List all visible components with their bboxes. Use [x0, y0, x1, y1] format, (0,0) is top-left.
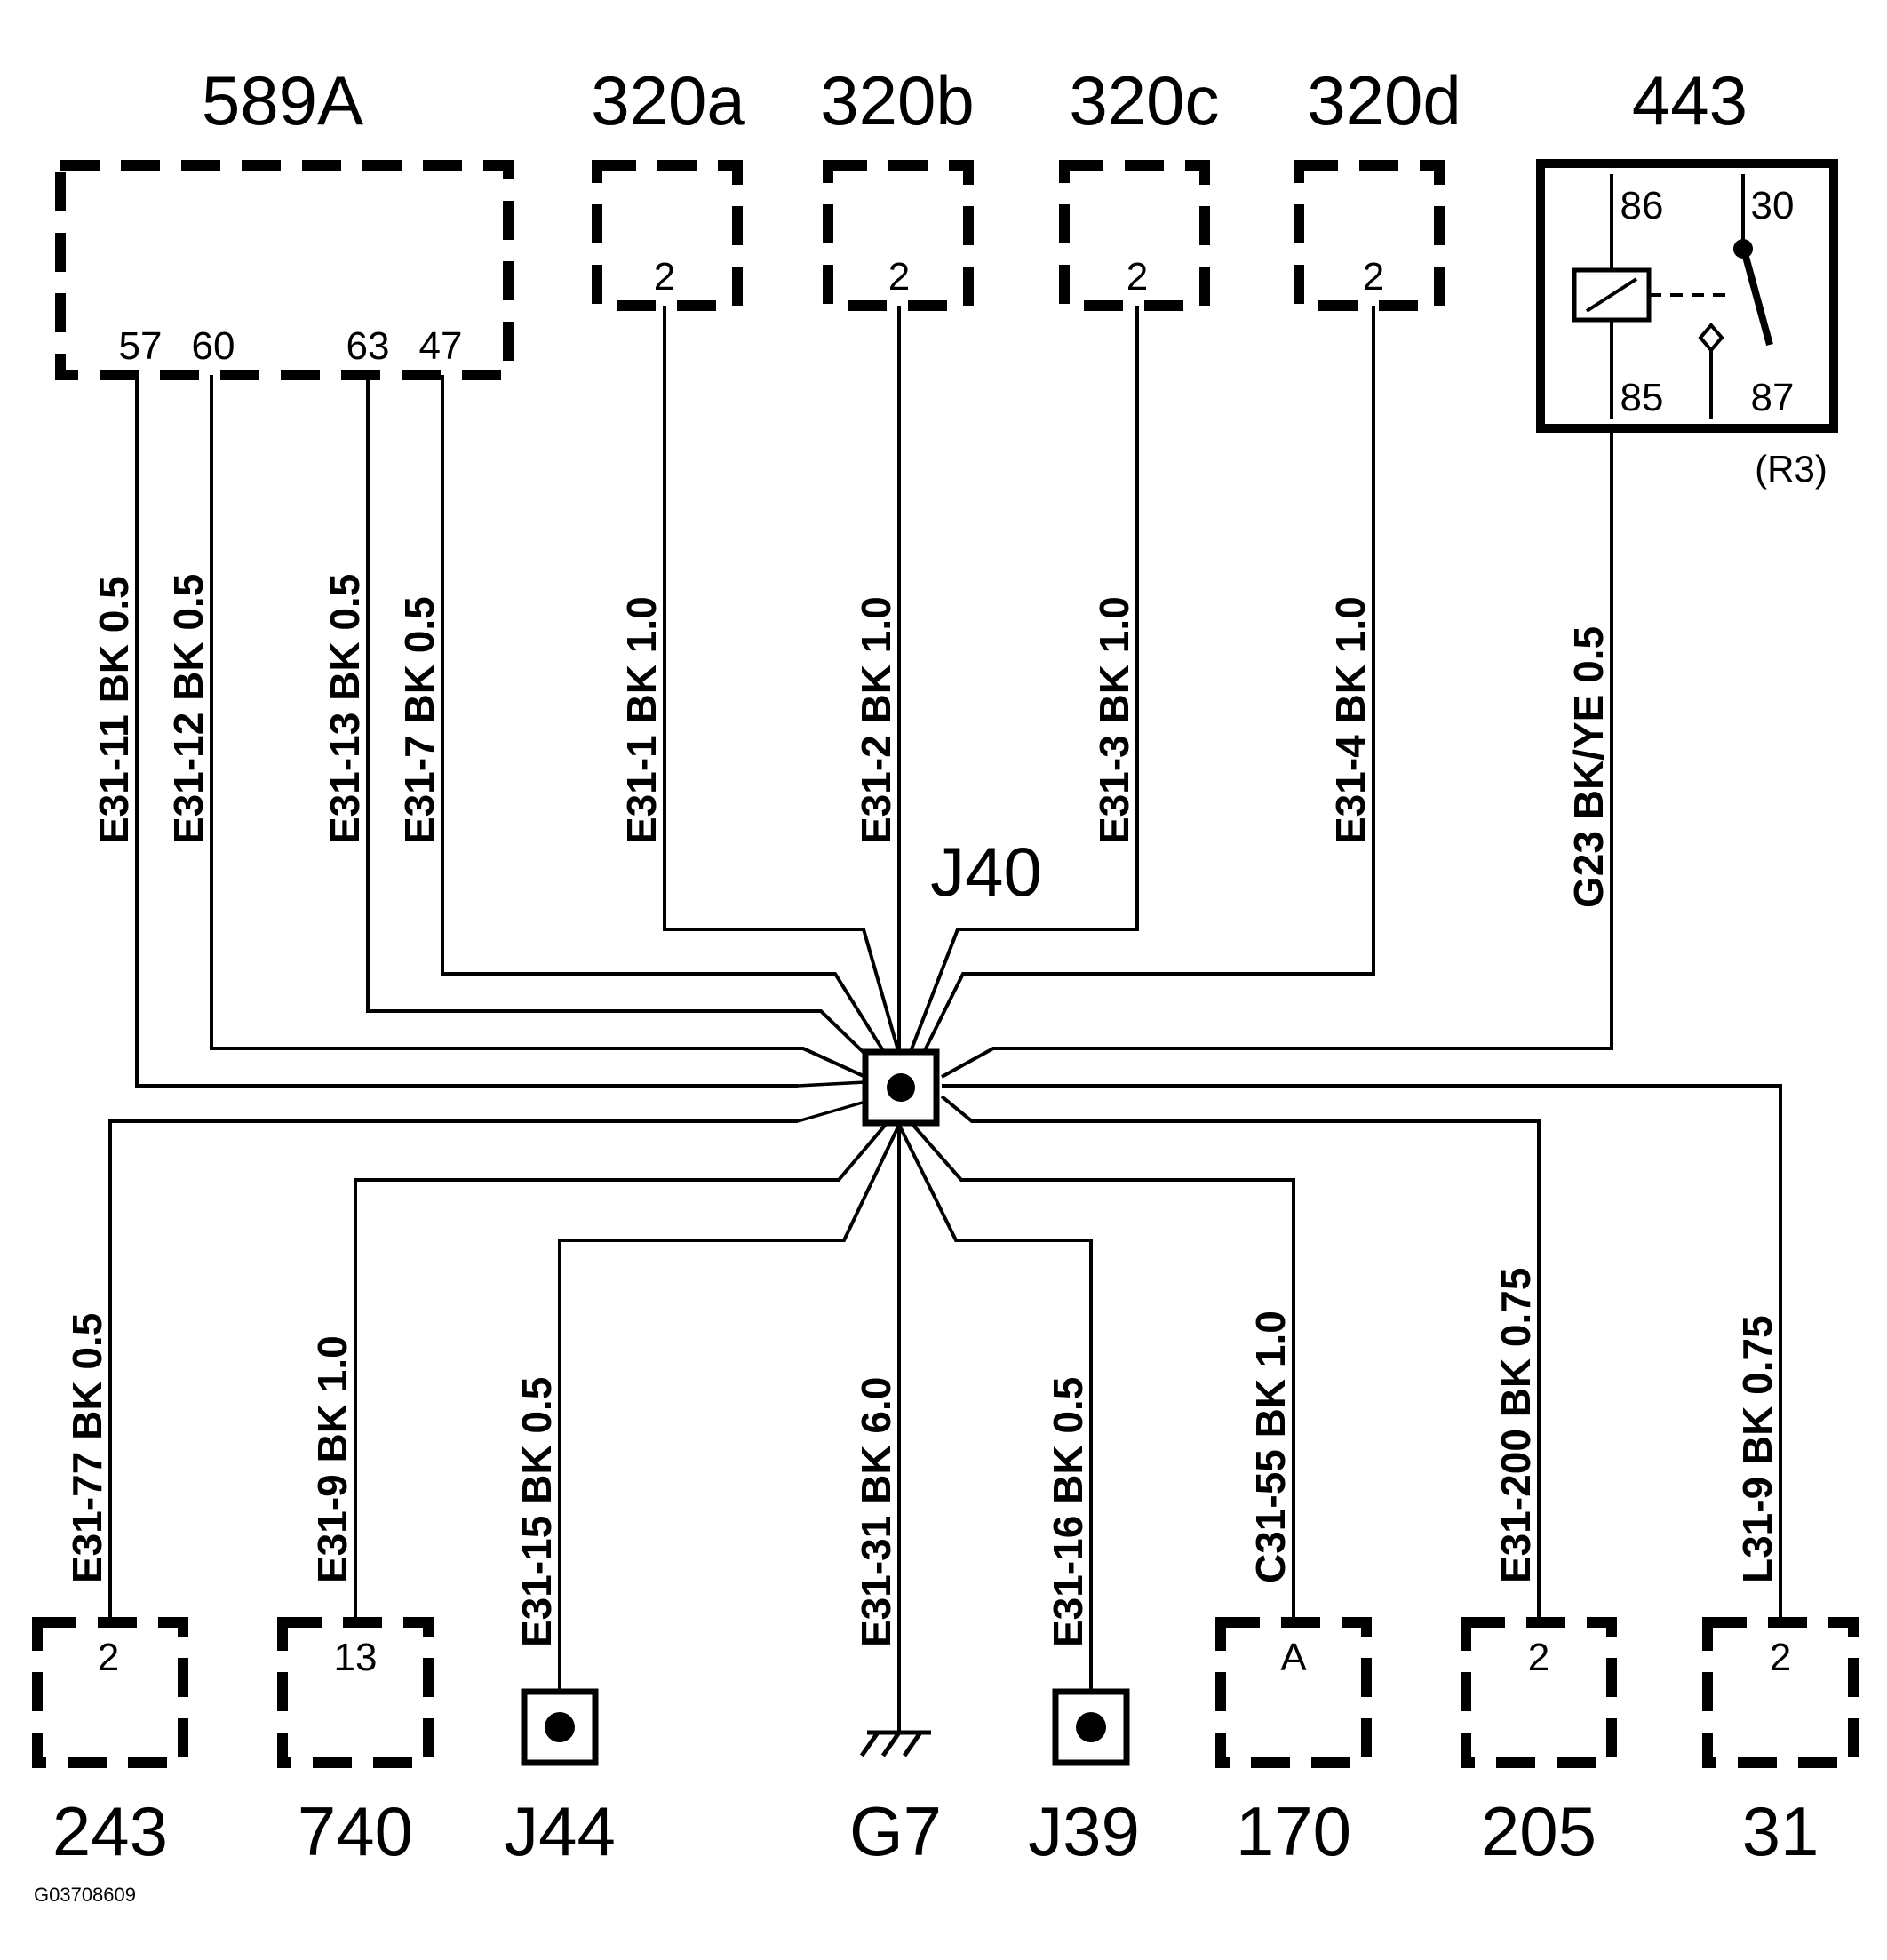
- splice-j39-label: J39: [1028, 1792, 1140, 1870]
- component-320d-box: [1294, 160, 1445, 311]
- wire-31: [942, 1084, 1782, 1619]
- component-320c-label: 320c: [1069, 61, 1219, 139]
- component-243-box: [32, 1617, 188, 1768]
- wire-label-243: E31-77 BK 0.5: [64, 1313, 110, 1583]
- pin-47: 47: [419, 324, 463, 368]
- pin-63: 63: [346, 324, 390, 368]
- wire-label-320c: E31-3 BK 1.0: [1091, 596, 1137, 844]
- component-170-label: 170: [1236, 1792, 1351, 1870]
- wire-label-g7: E31-31 BK 6.0: [853, 1377, 899, 1647]
- wire-label-205: E31-200 BK 0.75: [1493, 1268, 1539, 1583]
- pin-57: 57: [119, 324, 163, 368]
- wire-j44: [558, 1124, 901, 1690]
- component-205-box: [1461, 1617, 1617, 1768]
- component-243-label: 243: [52, 1792, 168, 1870]
- wire-label-170: C31-55 BK 1.0: [1247, 1311, 1294, 1583]
- relay-switch-symbol: [1698, 174, 1773, 419]
- pin-320a: 2: [654, 255, 675, 299]
- pin-60: 60: [192, 324, 235, 368]
- pin-170: A: [1280, 1636, 1307, 1679]
- splice-j44-label: J44: [504, 1792, 616, 1870]
- wire-label-j39: E31-16 BK 0.5: [1045, 1377, 1091, 1647]
- splice-fan-lines: [797, 1080, 866, 1123]
- component-589a-box: [55, 160, 514, 380]
- wire-j39: [897, 1124, 1093, 1690]
- pin-243: 2: [98, 1636, 119, 1679]
- pin-320c: 2: [1127, 255, 1148, 299]
- component-31-label: 31: [1742, 1792, 1819, 1870]
- wire-label-589a-47: E31-7 BK 0.5: [396, 596, 442, 844]
- wire-label-443: G23 BK/YE 0.5: [1565, 626, 1612, 908]
- figure-reference: G03708609: [34, 1884, 136, 1906]
- wire-label-589a-57: E31-11 BK 0.5: [91, 576, 137, 844]
- component-320d-label: 320d: [1307, 61, 1461, 139]
- pin-320b: 2: [888, 255, 910, 299]
- pin-205: 2: [1528, 1636, 1549, 1679]
- wire-170: [908, 1119, 1295, 1619]
- wire-label-320d: E31-4 BK 1.0: [1327, 596, 1373, 844]
- relay-pin-87: 87: [1751, 376, 1795, 419]
- component-443-label: 443: [1632, 61, 1748, 139]
- component-170-box: [1215, 1617, 1372, 1768]
- wire-320c: [908, 306, 1139, 1055]
- wire-label-31: L31-9 BK 0.75: [1734, 1315, 1780, 1583]
- wire-label-320b: E31-2 BK 1.0: [853, 596, 899, 844]
- pin-31: 2: [1770, 1636, 1791, 1679]
- wire-589a-60: [210, 375, 866, 1079]
- splice-j39-dot: [1076, 1712, 1106, 1742]
- splice-j39-box: [1052, 1688, 1130, 1766]
- pin-740: 13: [334, 1636, 378, 1679]
- component-31-box: [1702, 1617, 1859, 1768]
- ground-g7-icon: [859, 1730, 931, 1757]
- splice-j40-dot: [887, 1073, 915, 1102]
- wire-label-589a-63: E31-13 BK 0.5: [322, 574, 368, 844]
- wire-label-j44: E31-15 BK 0.5: [514, 1377, 560, 1647]
- pin-320d: 2: [1363, 255, 1384, 299]
- relay-pin-30: 30: [1751, 184, 1795, 227]
- relay-pin-86: 86: [1620, 184, 1664, 227]
- component-740-label: 740: [298, 1792, 413, 1870]
- splice-j44-dot: [545, 1712, 575, 1742]
- wire-443-85: [941, 428, 1613, 1079]
- relay-443-box: [1536, 159, 1838, 433]
- wire-320a: [663, 306, 901, 1055]
- wire-243: [108, 1119, 798, 1619]
- ground-g7-label: G7: [849, 1792, 942, 1870]
- component-589a-label: 589A: [202, 61, 363, 139]
- splice-j40-box: [862, 1048, 940, 1127]
- component-320c-box: [1059, 160, 1210, 311]
- wire-320d: [919, 306, 1375, 1060]
- component-740-box: [277, 1617, 434, 1768]
- wire-label-320a: E31-1 BK 1.0: [618, 596, 665, 844]
- component-320b-box: [823, 160, 974, 311]
- relay-pin-85: 85: [1620, 376, 1664, 419]
- component-205-label: 205: [1481, 1792, 1596, 1870]
- wire-740: [354, 1119, 890, 1619]
- wire-589a-63: [366, 375, 881, 1070]
- component-320b-label: 320b: [820, 61, 975, 139]
- relay-position-note: (R3): [1755, 448, 1827, 490]
- wire-label-740: E31-9 BK 1.0: [309, 1335, 355, 1583]
- component-320a-box: [592, 160, 743, 311]
- wire-589a-47: [441, 375, 890, 1061]
- wire-589a-57: [135, 375, 798, 1088]
- wire-label-589a-60: E31-12 BK 0.5: [165, 574, 211, 844]
- splice-j40-label: J40: [930, 833, 1042, 911]
- wire-205: [940, 1095, 1541, 1619]
- relay-coil-symbol: [1572, 174, 1732, 419]
- component-320a-label: 320a: [591, 61, 745, 139]
